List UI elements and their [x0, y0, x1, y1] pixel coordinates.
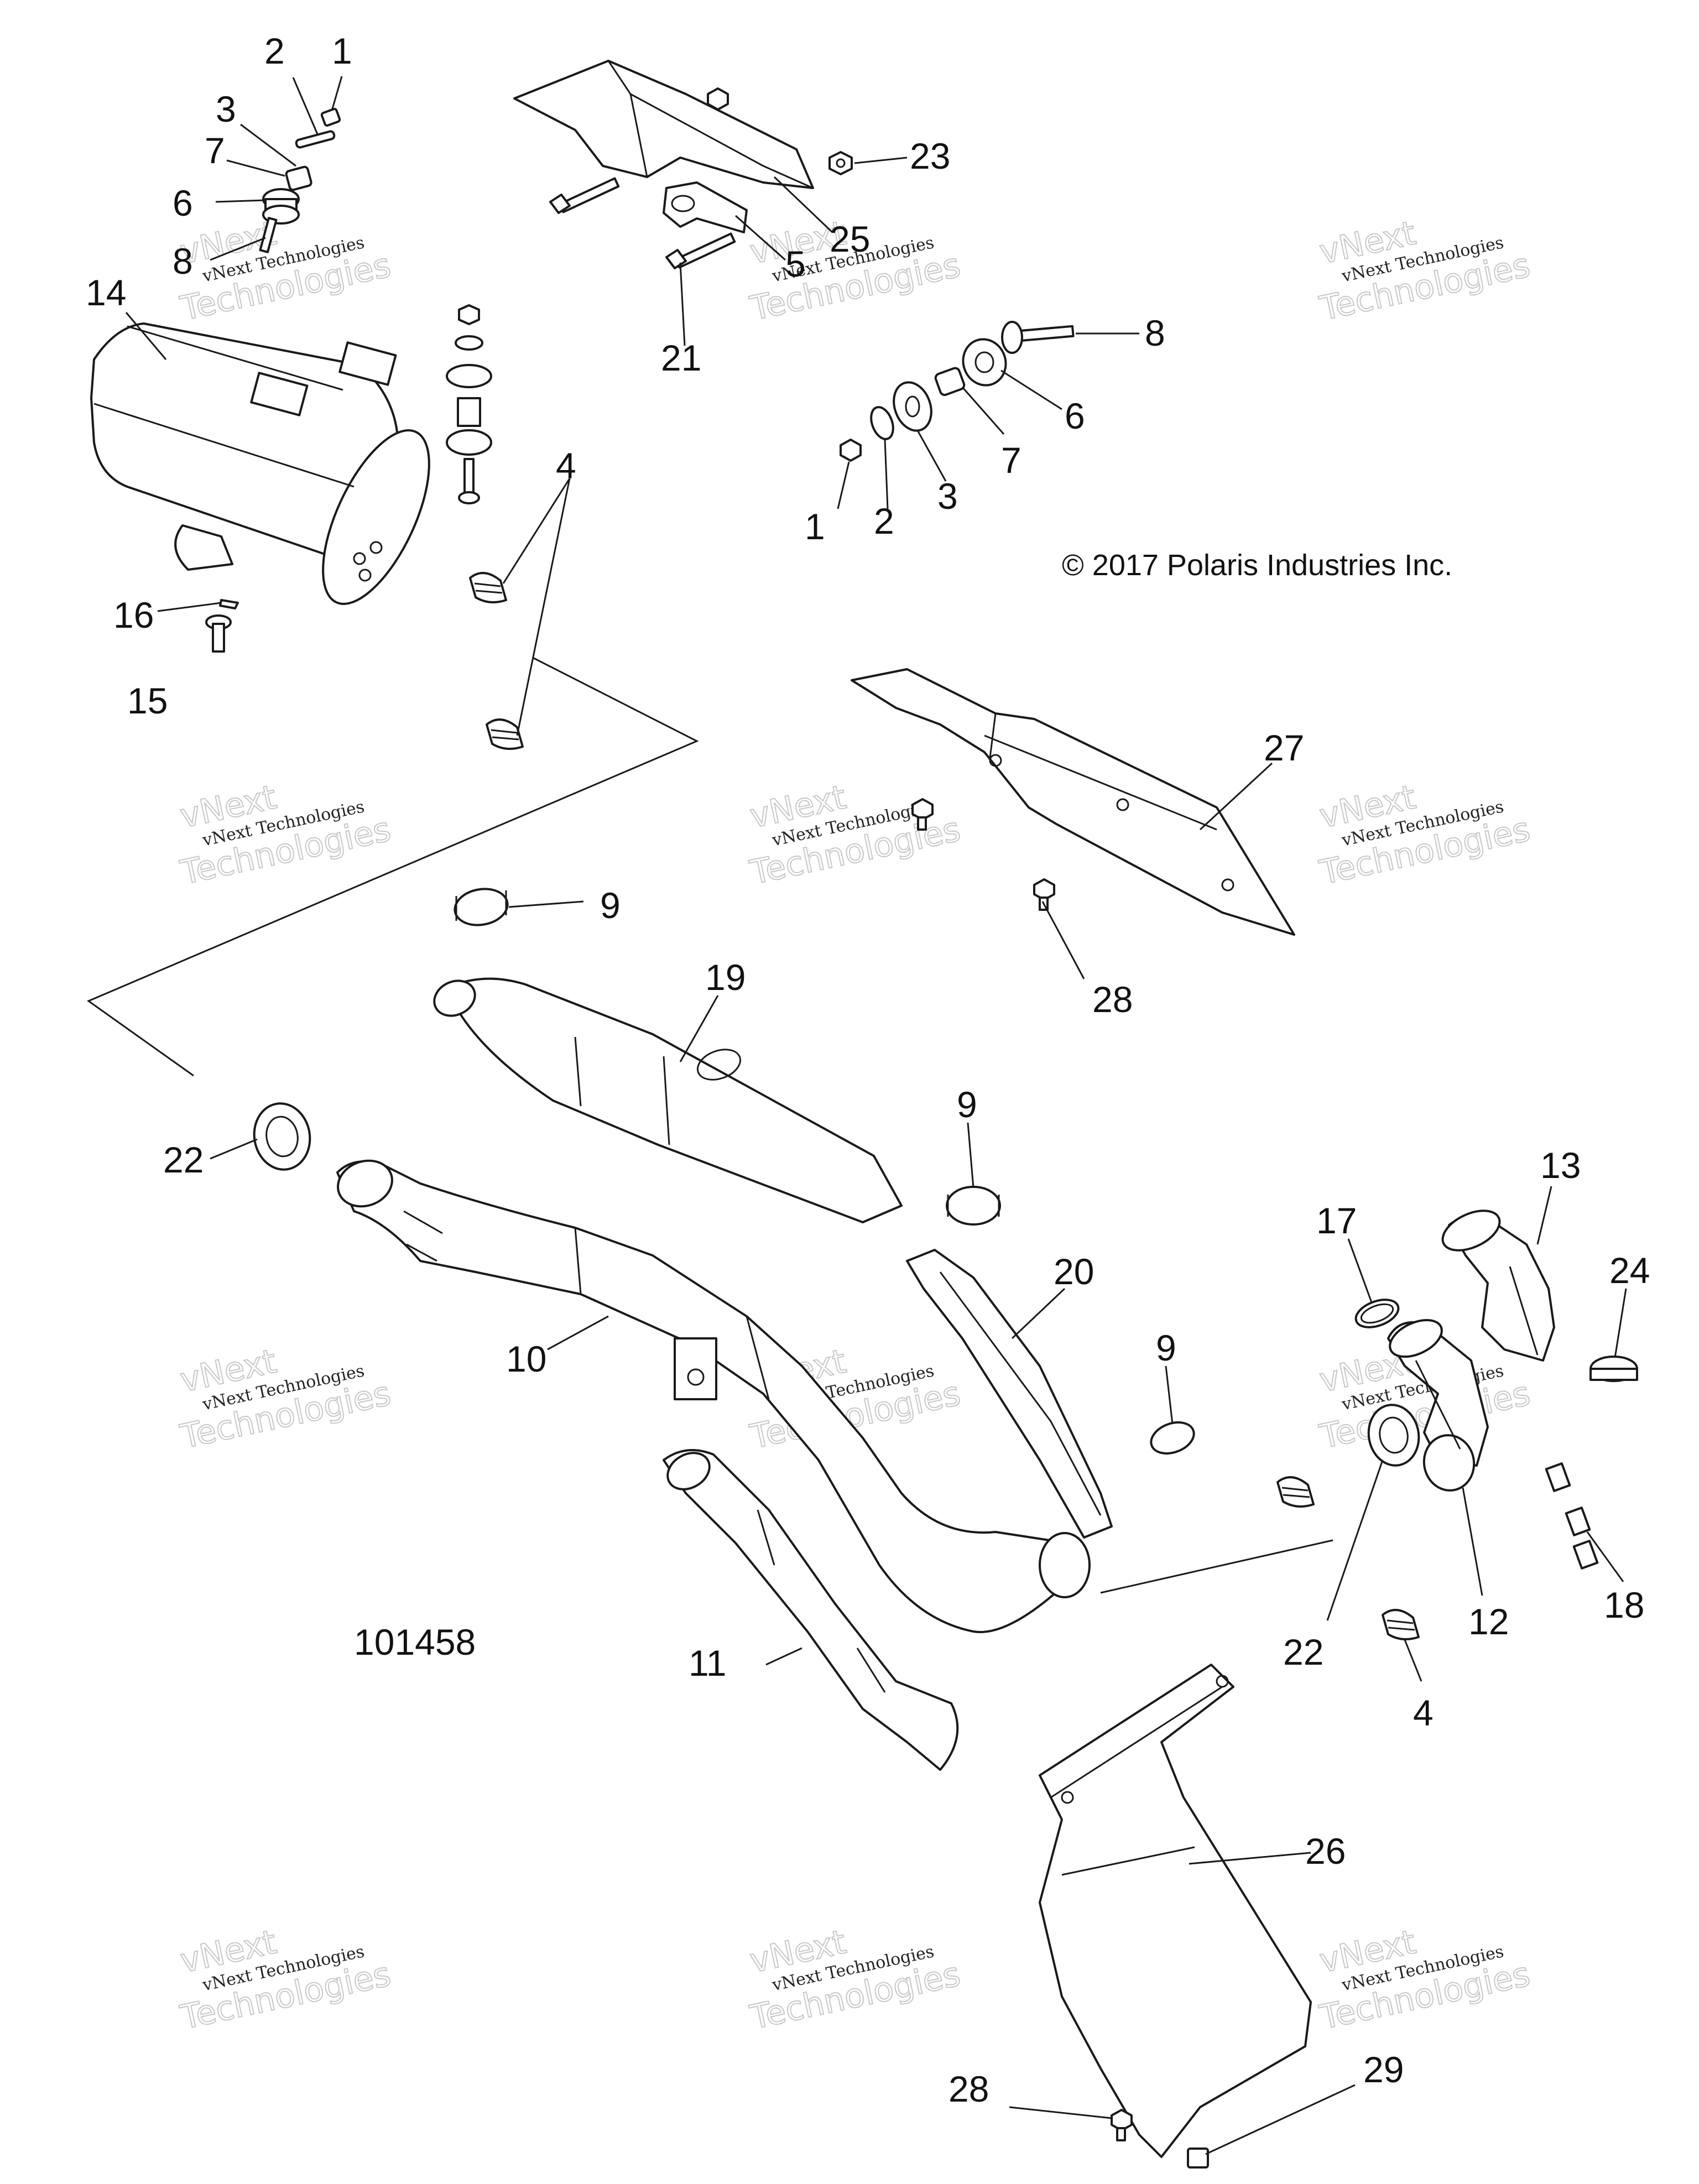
watermark-5: vNext vNext Technologies Technologies: [746, 777, 965, 893]
heat-shield-26: [1039, 1664, 1312, 2158]
callout-2: 2: [874, 501, 894, 541]
pipe-19: [433, 977, 903, 1223]
callout-1: 1: [332, 30, 352, 71]
callout-11: 11: [689, 1643, 727, 1683]
callout-27: 27: [1264, 727, 1304, 768]
callouts: 1 2 3 7 6 8 14 16 15 4 23 25 5 21 8 6 7 …: [86, 30, 1650, 2109]
watermark-7: vNext vNext Technologies Technologies: [176, 1341, 395, 1457]
mount-hardware-right: [840, 321, 1075, 462]
mount-hardware-stack-left: [259, 108, 341, 253]
assembly-lines: [86, 657, 1333, 1594]
callout-3: 3: [216, 88, 236, 129]
watermark-2: vNext vNext Technologies Technologies: [746, 213, 965, 329]
pipe-13: [1441, 1210, 1555, 1362]
clamp-9-upper: [454, 888, 509, 926]
callout-7: 7: [205, 130, 225, 171]
callout-21: 21: [661, 337, 701, 378]
callout-23: 23: [910, 135, 950, 176]
callout-22: 22: [1283, 1632, 1323, 1672]
callout-13: 13: [1540, 1145, 1581, 1186]
pipe-12: [1387, 1318, 1489, 1492]
nut-23: [828, 151, 853, 175]
callout-26: 26: [1305, 1831, 1346, 1872]
gasket-22-right: [1367, 1404, 1420, 1467]
callout-16: 16: [113, 595, 154, 635]
callout-19: 19: [705, 957, 746, 998]
pipe-20: [906, 1249, 1113, 1539]
watermark-11: vNext vNext Technologies Technologies: [746, 1922, 965, 2037]
screw-28-upper: [911, 798, 934, 831]
callout-29: 29: [1363, 2049, 1404, 2090]
callout-4: 4: [1413, 1692, 1434, 1733]
bolt-21: [665, 232, 736, 269]
watermark-10: vNext vNext Technologies Technologies: [176, 1922, 395, 2037]
callout-28: 28: [1092, 979, 1133, 1020]
heat-shield-27: [851, 668, 1295, 936]
callout-8: 8: [1145, 312, 1165, 353]
bolts-18: [1545, 1462, 1599, 1570]
callout-17: 17: [1316, 1200, 1357, 1241]
callout-4: 4: [556, 445, 576, 486]
callout-7: 7: [1001, 440, 1022, 481]
pipe-11: [663, 1449, 959, 1771]
callout-9: 9: [600, 885, 621, 926]
bracket-5: [663, 181, 748, 233]
o-ring-17: [1354, 1299, 1400, 1328]
spring-4-right-upper: [1276, 1476, 1315, 1508]
callout-3: 3: [937, 476, 958, 517]
watermark-3: vNext vNext Technologies Technologies: [1316, 213, 1534, 329]
leader-lines: [125, 76, 1627, 2155]
screw-28-lower: [1111, 2109, 1133, 2141]
muffler-14: [90, 322, 430, 605]
callout-12: 12: [1468, 1601, 1509, 1642]
callout-9: 9: [1156, 1327, 1176, 1368]
callout-24: 24: [1609, 1250, 1650, 1291]
callout-5: 5: [785, 243, 806, 284]
spring-4-right-lower: [1382, 1609, 1420, 1640]
callout-6: 6: [173, 183, 193, 223]
screw-28-mid: [1033, 878, 1055, 911]
callout-20: 20: [1054, 1251, 1094, 1292]
callout-15: 15: [127, 680, 168, 721]
callout-10: 10: [506, 1338, 546, 1379]
callout-9: 9: [957, 1084, 977, 1125]
bolt-upper: [549, 177, 620, 214]
pipe-10: [336, 1159, 1091, 1633]
heat-shield-upper: [513, 60, 814, 189]
copyright-notice: © 2017 Polaris Industries Inc.: [1062, 549, 1452, 582]
callout-14: 14: [86, 272, 126, 313]
clamp-9-middle: [946, 1186, 1001, 1226]
callout-6: 6: [1065, 395, 1085, 436]
callout-2: 2: [264, 30, 285, 71]
clamp-9-right: [1150, 1421, 1195, 1455]
gasket-22-left: [253, 1102, 311, 1171]
callout-1: 1: [805, 506, 825, 547]
clamp-24: [1589, 1356, 1638, 1382]
isolator-stack-center: [446, 304, 492, 504]
bolt-15: [205, 614, 232, 653]
callout-22: 22: [163, 1139, 204, 1180]
clip-29: [1187, 2147, 1209, 2169]
spring-4-lower: [486, 718, 524, 750]
callout-8: 8: [173, 241, 193, 282]
watermark-4: vNext vNext Technologies Technologies: [176, 777, 395, 893]
watermark-6: vNext vNext Technologies Technologies: [1316, 777, 1534, 893]
callout-28: 28: [948, 2068, 989, 2109]
callout-18: 18: [1604, 1584, 1644, 1625]
spring-4-upper: [469, 572, 507, 603]
figure-number: 101458: [354, 1622, 476, 1662]
callout-25: 25: [830, 218, 870, 259]
clip-16: [219, 599, 239, 609]
watermark-12: vNext vNext Technologies Technologies: [1316, 1922, 1534, 2037]
nut-top: [707, 87, 729, 111]
